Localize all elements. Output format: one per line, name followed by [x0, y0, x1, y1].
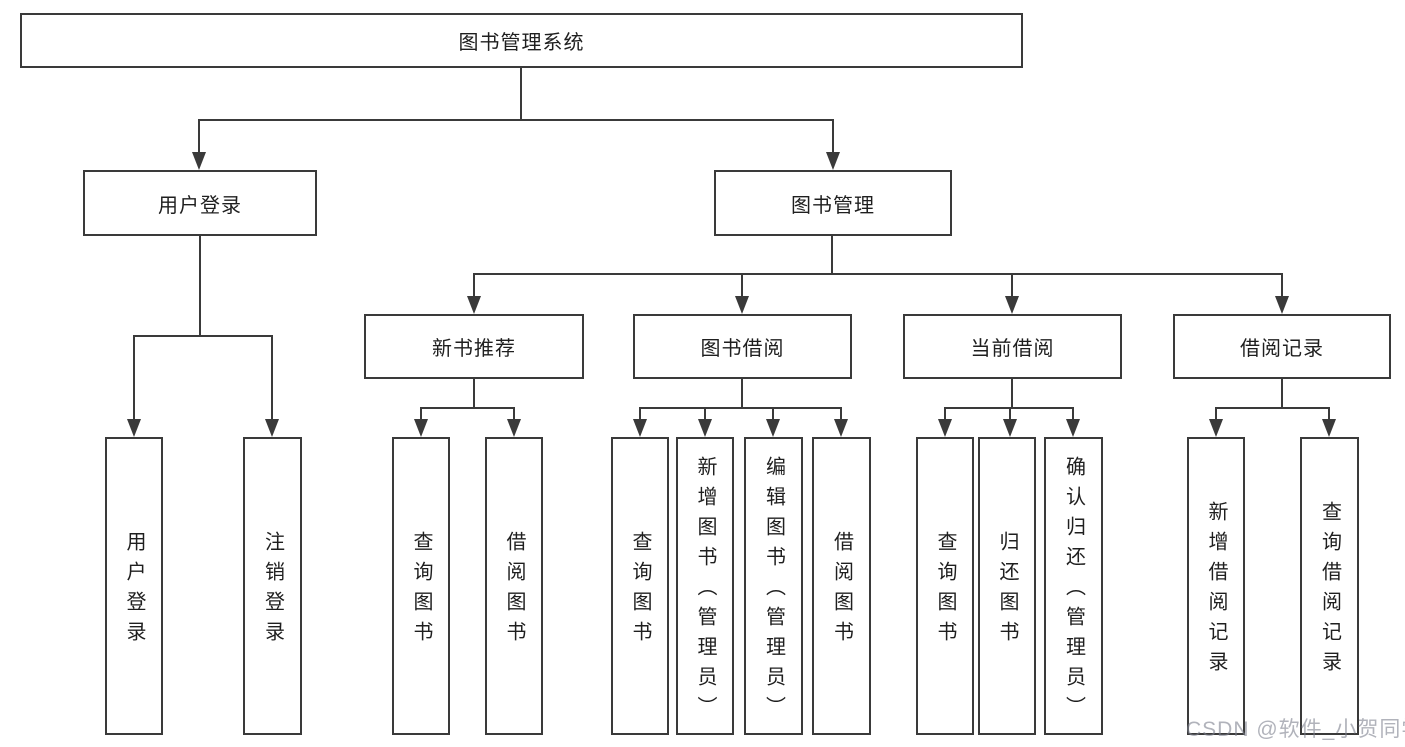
- connector-line: [513, 407, 515, 421]
- arrowhead-down-icon: [1005, 296, 1019, 314]
- connector-line: [741, 379, 743, 407]
- connector-line: [133, 335, 135, 420]
- leaf-add-borrow-record: 新增借阅记录: [1187, 437, 1245, 735]
- connector-line: [944, 407, 946, 421]
- connector-line: [741, 273, 743, 298]
- arrowhead-down-icon: [766, 419, 780, 437]
- arrowhead-down-icon: [1003, 419, 1017, 437]
- leaf-edit-books-admin-label: 编辑图书（管理员）: [762, 456, 785, 726]
- leaf-query-books-2: 查询图书: [611, 437, 669, 735]
- connector-line: [420, 407, 422, 421]
- node-current-borrow-label: 当前借阅: [970, 338, 1055, 360]
- connector-line: [831, 236, 833, 273]
- arrowhead-down-icon: [507, 419, 521, 437]
- arrowhead-down-icon: [1275, 296, 1289, 314]
- node-user-login-label: 用户登录: [158, 194, 242, 217]
- connector-line: [1281, 379, 1283, 407]
- arrowhead-down-icon: [826, 152, 840, 170]
- arrowhead-down-icon: [1322, 419, 1336, 437]
- leaf-add-books-admin: 新增图书（管理员）: [676, 437, 734, 735]
- arrowhead-down-icon: [834, 419, 848, 437]
- connector-line: [704, 407, 706, 421]
- leaf-query-books-1: 查询图书: [392, 437, 450, 735]
- connector-line: [1009, 407, 1011, 421]
- leaf-add-books-admin-label: 新增图书（管理员）: [694, 456, 716, 726]
- arrowhead-down-icon: [938, 419, 952, 437]
- leaf-query-books-3-label: 查询图书: [934, 531, 956, 651]
- leaf-query-books-3: 查询图书: [916, 437, 974, 735]
- connector-line: [1072, 407, 1074, 421]
- connector-line: [1281, 273, 1283, 298]
- connector-line: [133, 335, 273, 337]
- arrowhead-down-icon: [698, 419, 712, 437]
- arrowhead-down-icon: [1066, 419, 1080, 437]
- connector-line: [473, 379, 475, 407]
- connector-line: [1215, 407, 1330, 409]
- node-user-login: 用户登录: [83, 170, 317, 236]
- arrowhead-down-icon: [265, 419, 279, 437]
- connector-line: [639, 407, 641, 421]
- leaf-return-books-label: 归还图书: [996, 531, 1018, 651]
- node-root: 图书管理系统: [20, 13, 1023, 68]
- leaf-logout-label: 注销登录: [261, 531, 284, 651]
- node-book-borrow-label: 图书借阅: [700, 338, 785, 360]
- leaf-confirm-return-admin: 确认归还（管理员）: [1044, 437, 1103, 735]
- connector-line: [840, 407, 842, 421]
- leaf-borrow-books-2: 借阅图书: [812, 437, 871, 735]
- node-book-mgmt: 图书管理: [714, 170, 952, 236]
- arrowhead-down-icon: [414, 419, 428, 437]
- leaf-confirm-return-admin-label: 确认归还（管理员）: [1062, 456, 1085, 726]
- connector-line: [832, 119, 834, 154]
- connector-line: [420, 407, 515, 409]
- arrowhead-down-icon: [127, 419, 141, 437]
- leaf-borrow-books-1: 借阅图书: [485, 437, 543, 735]
- leaf-logout: 注销登录: [243, 437, 302, 735]
- leaf-borrow-books-2-label: 借阅图书: [830, 531, 853, 651]
- connector-line: [1011, 273, 1013, 298]
- leaf-edit-books-admin: 编辑图书（管理员）: [744, 437, 803, 735]
- leaf-return-books: 归还图书: [978, 437, 1036, 735]
- node-book-mgmt-label: 图书管理: [791, 194, 875, 217]
- node-book-borrow: 图书借阅: [633, 314, 852, 379]
- connector-line: [198, 119, 200, 154]
- arrowhead-down-icon: [735, 296, 749, 314]
- csdn-watermark: CSDN @软件_小贺同学: [1186, 718, 1405, 741]
- leaf-query-books-1-label: 查询图书: [410, 531, 432, 651]
- connector-line: [199, 236, 201, 335]
- node-borrow-records: 借阅记录: [1173, 314, 1391, 379]
- leaf-query-books-2-label: 查询图书: [629, 531, 651, 651]
- connector-line: [1215, 407, 1217, 421]
- arrowhead-down-icon: [1209, 419, 1223, 437]
- leaf-user-login-label: 用户登录: [123, 531, 145, 651]
- connector-line: [1328, 407, 1330, 421]
- node-new-book-rec-label: 新书推荐: [432, 338, 516, 360]
- leaf-query-borrow-record: 查询借阅记录: [1300, 437, 1359, 735]
- node-new-book-rec: 新书推荐: [364, 314, 584, 379]
- leaf-query-borrow-record-label: 查询借阅记录: [1318, 501, 1341, 681]
- leaf-user-login: 用户登录: [105, 437, 163, 735]
- node-current-borrow: 当前借阅: [903, 314, 1122, 379]
- connector-line: [520, 68, 522, 119]
- node-borrow-records-label: 借阅记录: [1240, 338, 1324, 360]
- leaf-add-borrow-record-label: 新增借阅记录: [1205, 501, 1227, 681]
- connector-line: [1011, 379, 1013, 407]
- connector-line: [198, 119, 834, 121]
- connector-line: [473, 273, 475, 298]
- connector-line: [271, 335, 273, 420]
- connector-line: [639, 407, 842, 409]
- arrowhead-down-icon: [192, 152, 206, 170]
- arrowhead-down-icon: [467, 296, 481, 314]
- arrowhead-down-icon: [633, 419, 647, 437]
- node-root-label: 图书管理系统: [458, 32, 585, 54]
- connector-line: [473, 273, 1283, 275]
- connector-line: [772, 407, 774, 421]
- leaf-borrow-books-1-label: 借阅图书: [503, 531, 525, 651]
